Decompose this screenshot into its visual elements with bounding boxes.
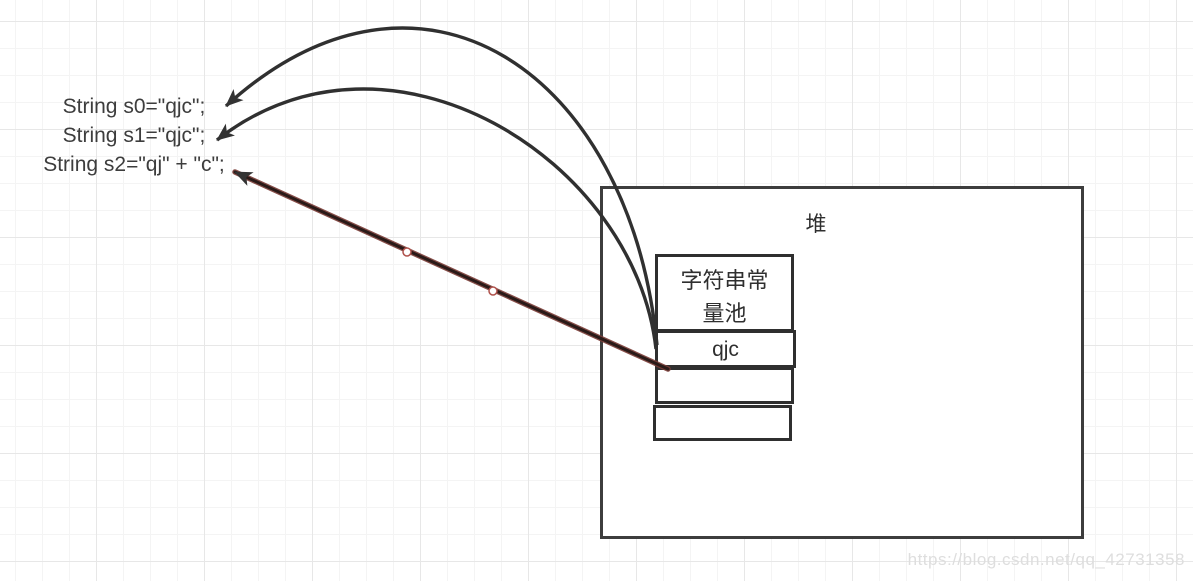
code-block: String s0="qjc"; String s1="qjc"; String…	[8, 92, 260, 179]
waypoint-handle	[488, 286, 498, 296]
code-line-s1: String s1="qjc";	[62, 124, 206, 147]
code-line-s0: String s0="qjc";	[62, 95, 206, 118]
waypoint-handle	[402, 247, 412, 257]
pool-title-cell: 字符串常 量池	[655, 254, 794, 332]
heap-label: 堆	[805, 213, 827, 236]
arrow-pool-to-s1	[215, 87, 658, 350]
pool-cell-empty-1	[655, 367, 794, 404]
arrow-pool-to-s0	[224, 26, 659, 346]
watermark: https://blog.csdn.net/qq_42731358	[907, 550, 1185, 569]
pool-cell-empty-2	[653, 405, 792, 441]
pool-cell-qjc: qjc	[655, 330, 796, 368]
code-line-s2: String s2="qj" + "c";	[43, 153, 225, 176]
